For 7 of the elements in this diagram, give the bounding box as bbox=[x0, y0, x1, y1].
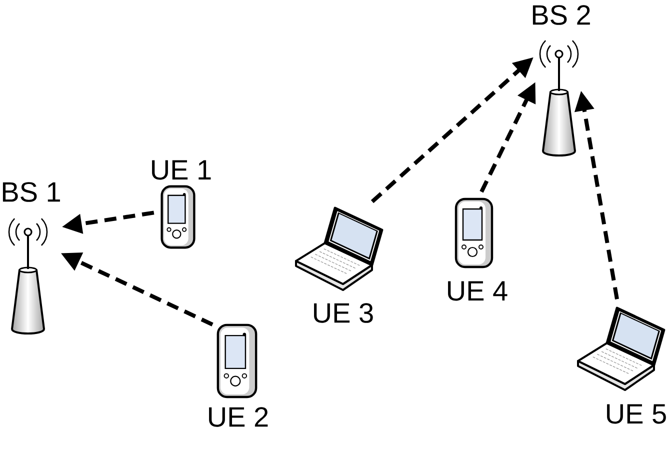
node-label: UE 3 bbox=[314, 303, 373, 323]
node-label: UE 5 bbox=[607, 404, 666, 424]
node-label: BS 2 bbox=[532, 5, 590, 25]
node-label: BS 1 bbox=[2, 182, 60, 202]
node-label: UE 4 bbox=[448, 281, 508, 301]
node-label: UE 2 bbox=[209, 407, 268, 427]
node-label: UE 1 bbox=[152, 160, 211, 180]
